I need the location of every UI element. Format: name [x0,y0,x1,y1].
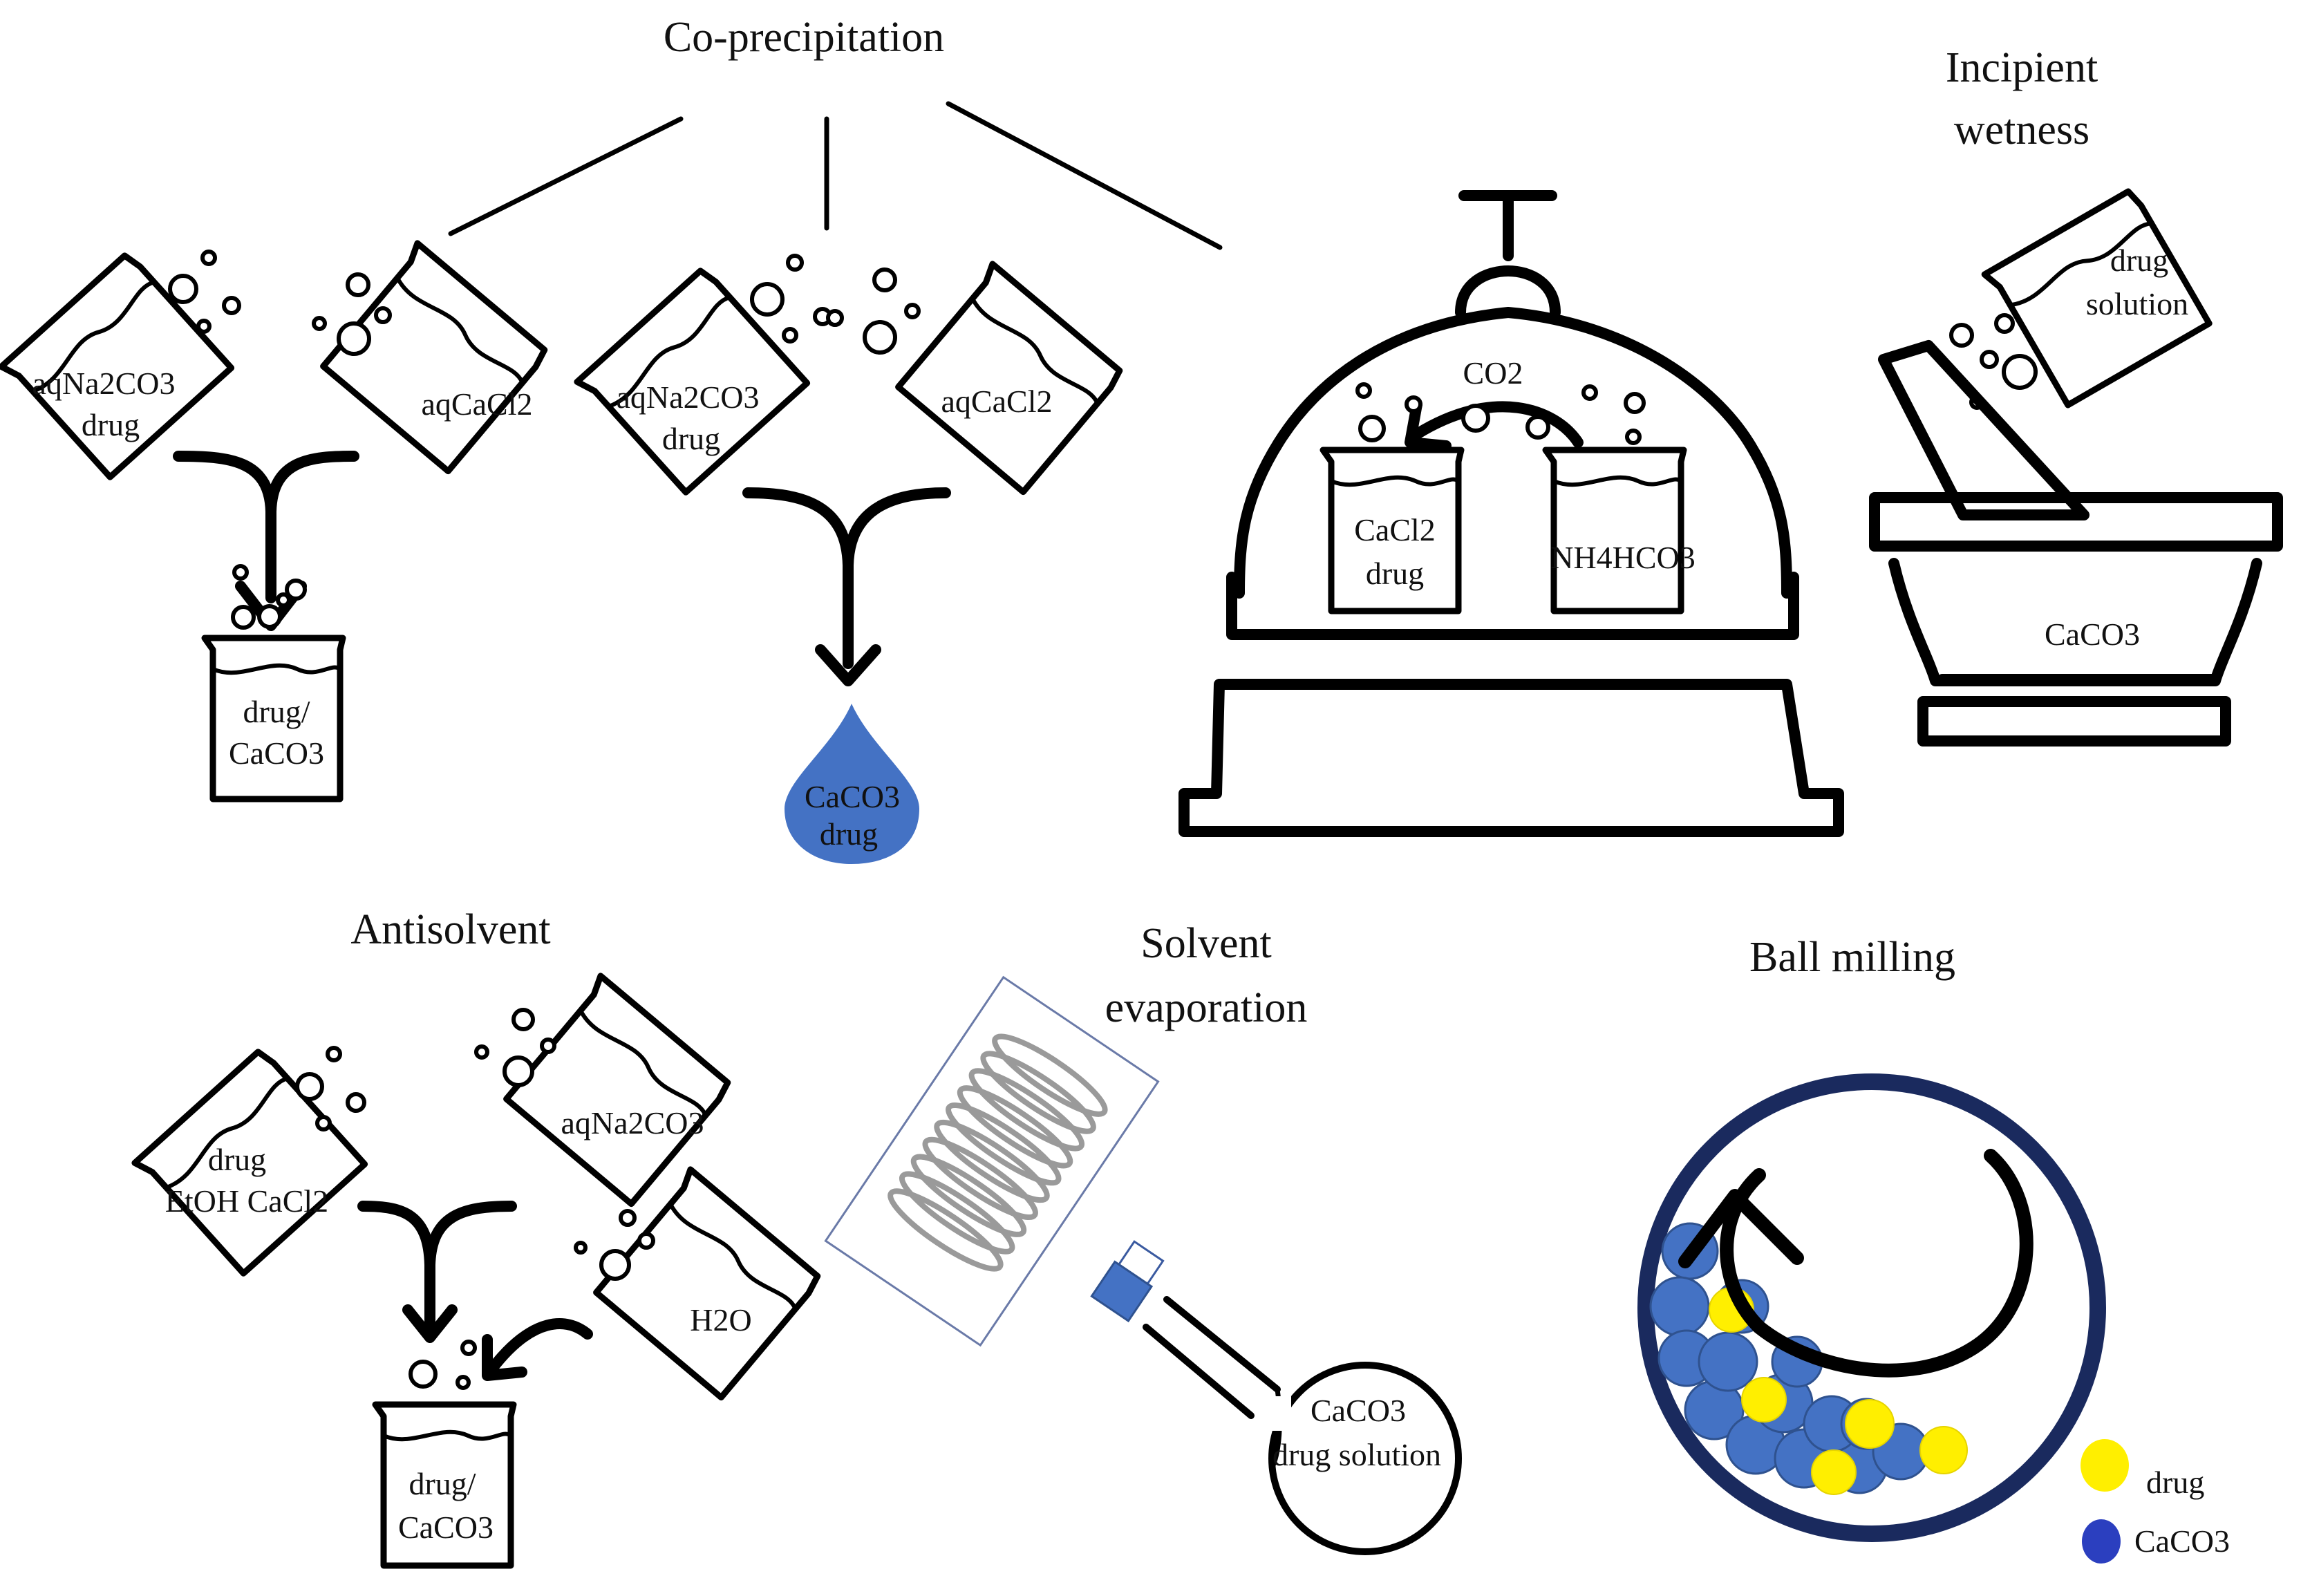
legend-drug-swatch [2081,1439,2129,1492]
mortar-label: CaCO3 [2045,617,2140,652]
coprecip-1-right-label: aqCaCl2 [422,386,533,422]
antisolvent-left-label-2: EtOH CaCl2 [165,1183,328,1219]
coprecip-2-beaker-right [893,264,1123,492]
condenser [824,975,1160,1347]
joint-connector [1090,1240,1165,1323]
water-label: H2O [690,1302,751,1337]
coprecip-2-left-label-1: aqNa2CO3 [617,379,760,415]
round-bottom-flask [1143,1296,1462,1555]
coprecip-2-drop-label-2: drug [820,816,878,852]
branch-line-right [946,101,1223,250]
coprecip-1-merge-arrow [173,451,359,603]
coprecip-2-left-label-2: drug [662,421,720,456]
bell-bubbles [1355,382,1646,445]
antisolvent-bubbles-left [295,1046,366,1132]
ball-milling-title: Ball milling [1749,934,1955,981]
flask-label-1: CaCO3 [1311,1393,1406,1428]
gas-label: CO2 [1463,355,1523,391]
coprecip-1-result-label-2: CaCO3 [229,735,324,771]
antisolvent-result-label-1: drug/ [408,1466,476,1501]
flask-label-2: drug solution [1272,1437,1441,1472]
incipient-title-1: Incipient [1946,44,2098,91]
arrowhead-2 [815,644,881,686]
bell-beaker-right [1546,450,1684,611]
coprecip-2-bubbles-right [863,267,921,355]
bell-jar [1178,190,1844,837]
antisolvent-title: Antisolvent [350,906,550,953]
legend-drug-label: drug [2146,1465,2204,1500]
gas-arrowhead [1405,399,1452,451]
drug-solution-label-2: solution [2086,286,2188,321]
coprecip-2-drop-label-1: CaCO3 [805,779,900,814]
mortar-and-pestle [1869,340,2283,747]
coprecipitation-title: Co-precipitation [664,14,944,61]
drug-balls [1709,1287,1968,1495]
branch-line-left [448,116,684,236]
coprecip-1-bubbles-mid [231,564,307,630]
incipient-bubbles [1949,313,2038,410]
bell-right-label: NH4HCO3 [1550,540,1696,575]
antisolvent-bubbles-mid [408,1340,477,1390]
evaporation-title-1: Solvent [1140,920,1271,967]
antisolvent-result-label-2: CaCO3 [398,1510,494,1545]
water-arrowhead [482,1334,527,1381]
antisolvent-beaker-top [501,976,731,1204]
antisolvent-top-label: aqNa2CO3 [561,1105,704,1140]
coprecip-1-left-label-1: aqNa2CO3 [32,366,176,401]
flask-neck-mask [1257,1396,1291,1431]
coprecip-1-result-label-1: drug/ [243,694,310,729]
drug-solution-label-1: drug [2110,243,2168,278]
antisolvent-merge-arrow [357,1201,517,1329]
coprecip-2-merge-arrow [742,487,951,669]
bell-left-label-2: drug [1366,556,1424,591]
coprecip-1-left-label-2: drug [82,407,140,442]
antisolvent-bubbles-top [474,1008,556,1087]
legend-caco3-swatch [2082,1519,2121,1564]
bell-left-label-1: CaCl2 [1354,512,1436,547]
antisolvent-left-label-1: drug [208,1142,266,1177]
arrowhead-3 [402,1304,458,1343]
rotation-arrow [1720,1149,2034,1378]
coprecip-1-bubbles-right [312,272,392,356]
evaporation-title-2: evaporation [1105,984,1308,1031]
coprecip-1-bubbles-left [168,250,241,334]
legend-caco3-label: CaCO3 [2134,1523,2230,1559]
coprecip-2-drop [785,704,919,864]
antisolvent-bubbles-water [574,1209,655,1281]
antisolvent-beaker-water [591,1170,820,1398]
coprecip-2-bubbles-left [750,254,844,344]
incipient-title-2: wetness [1954,106,2089,153]
gas-arrow [1411,401,1584,448]
coprecip-2-right-label: aqCaCl2 [941,384,1053,419]
legend: drug CaCO3 [2081,1439,2230,1564]
water-arrow [487,1318,593,1374]
rotation-arrowhead [1678,1189,1804,1268]
